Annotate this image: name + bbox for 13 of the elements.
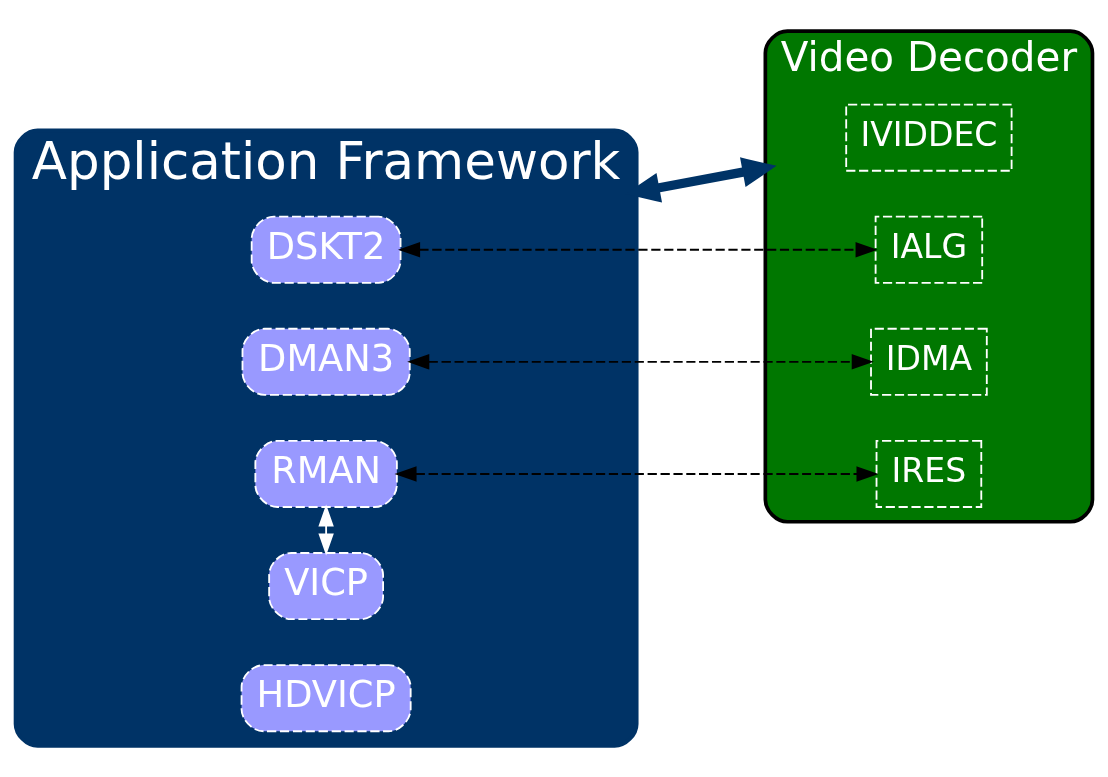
node-box: HDVICP	[240, 664, 412, 733]
arrow	[407, 354, 874, 370]
arrow	[398, 242, 878, 258]
node-box: RMAN	[254, 439, 398, 508]
node-box: VICP	[268, 552, 384, 621]
node-box: IVIDDEC	[845, 103, 1013, 172]
node-box: IRES	[875, 439, 983, 508]
node-box: IDMA	[870, 327, 988, 396]
arrow	[318, 504, 334, 556]
arrow	[394, 466, 879, 482]
node-box: DSKT2	[250, 215, 402, 284]
node-box: IALG	[874, 215, 984, 284]
node-box: DMAN3	[241, 327, 411, 396]
